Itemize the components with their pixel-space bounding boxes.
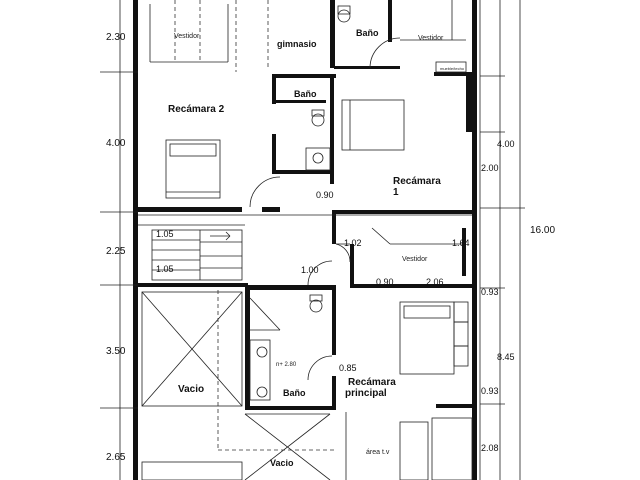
area-tv-label: área t.v — [366, 449, 390, 456]
dim-stair-top: 1.05 — [156, 229, 174, 239]
dim-085: 0.85 — [339, 363, 357, 373]
dim-090-top: 0.90 — [316, 190, 334, 200]
dim-left-3: 2.25 — [106, 246, 126, 257]
recamara-2-label: Recámara 2 — [168, 104, 225, 115]
dimension-labels: 2.30 4.00 2.25 3.50 2.65 1.05 1.05 0.90 … — [106, 32, 555, 463]
thin-lines — [100, 0, 525, 480]
vacio-bottom-label: Vacio — [270, 458, 294, 468]
dim-164: 1.64 — [452, 238, 470, 248]
dim-right-845: 8.45 — [497, 352, 515, 362]
dim-right-400: 4.00 — [497, 139, 515, 149]
dim-right-208: 2.08 — [481, 443, 499, 453]
recamara-1-label-line2: 1 — [393, 187, 399, 198]
dim-total: 16.00 — [530, 225, 555, 236]
dim-right-093-top: 0.93 — [481, 287, 499, 297]
vacio-left-label: Vacio — [178, 384, 204, 395]
dim-left-1: 2.30 — [106, 32, 126, 43]
dim-left-2: 4.00 — [106, 138, 126, 149]
recamara-principal-label-line2: principal — [345, 388, 387, 399]
dim-206: 2.06 — [426, 277, 444, 287]
vestidor-top-left-label: Vestidor — [174, 33, 200, 40]
dim-right-093-bottom: 0.93 — [481, 386, 499, 396]
shower-note-label: n+ 2.80 — [276, 362, 297, 368]
gimnasio-label: gimnasio — [277, 39, 317, 49]
bano-top-label: Baño — [356, 28, 379, 38]
dim-stair-bottom: 1.05 — [156, 264, 174, 274]
bano-low-label: Baño — [283, 388, 306, 398]
dim-right-200: 2.00 — [481, 163, 499, 173]
room-labels: gimnasio Baño Vestidor Vestidor mueble/t… — [168, 28, 465, 468]
recamara-principal-label-line1: Recámara — [348, 377, 396, 388]
dim-left-4: 3.50 — [106, 346, 126, 357]
vestidor-top-right-label: Vestidor — [418, 35, 444, 42]
dim-090-mid: 0.90 — [376, 277, 394, 287]
walls — [133, 0, 477, 480]
recamara-1-label-line1: Recámara — [393, 176, 441, 187]
vestidor-mid-label: Vestidor — [402, 256, 428, 263]
dim-102: 1.02 — [344, 238, 362, 248]
dim-left-5: 2.65 — [106, 452, 126, 463]
bano-mid-label: Baño — [294, 89, 317, 99]
dim-100: 1.00 — [301, 265, 319, 275]
mueble-label: mueble/techo — [440, 66, 465, 71]
